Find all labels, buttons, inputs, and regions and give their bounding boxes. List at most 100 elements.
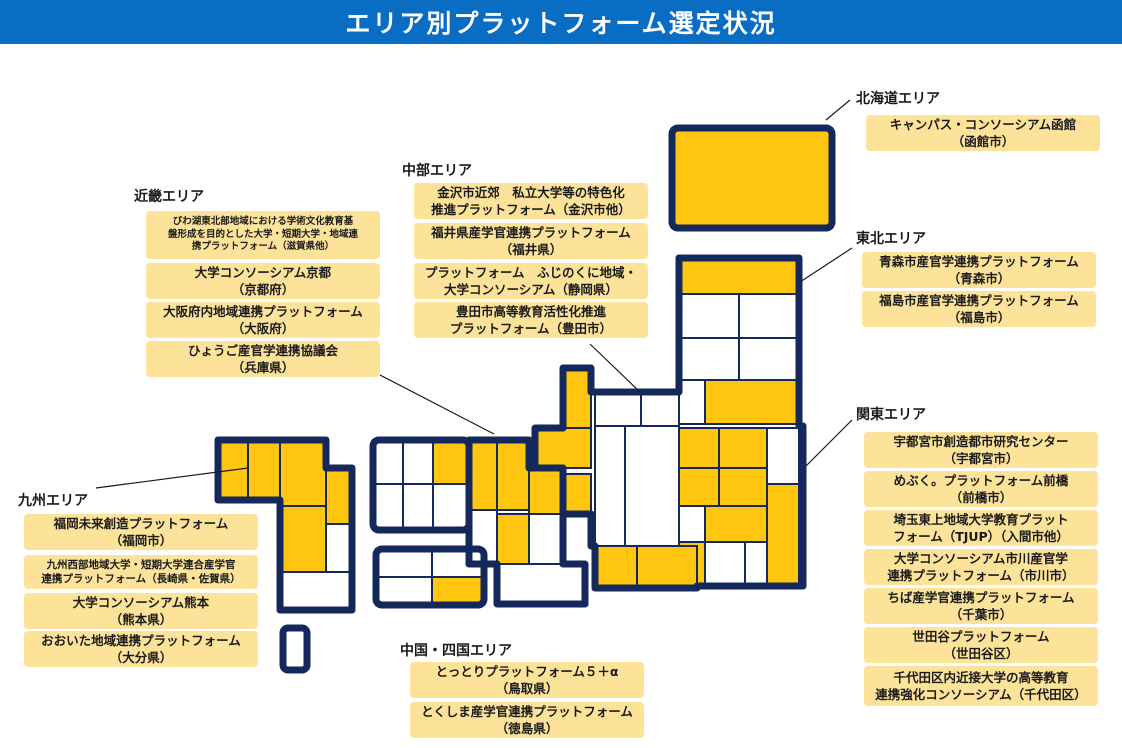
platform-box: おおいた地域連携プラットフォーム （大分県） — [24, 631, 258, 667]
platform-text: （熊本県） — [109, 612, 173, 627]
prefecture-tile — [431, 576, 485, 606]
platform-box: キャンパス・コンソーシアム函館 （函館市） — [866, 115, 1100, 151]
platform-text: （福島市） — [947, 310, 1011, 325]
platform-text: （京都府） — [231, 282, 295, 297]
platform-text: 推進プラットフォーム（金沢市他） — [431, 202, 631, 217]
platform-text: 大学コンソーシアム市川産官学 — [894, 551, 1068, 566]
platform-text: （福岡市） — [109, 533, 173, 548]
platform-box: とくしま産学官連携プラットフォーム（徳島県） — [410, 702, 644, 738]
platform-text: （函館市） — [951, 134, 1015, 149]
platform-text: びわ湖東北部地域における学術文化教育基 — [172, 216, 354, 228]
prefecture-tile — [671, 127, 833, 229]
platform-text: 連携プラットフォーム（市川市） — [887, 568, 1075, 583]
platform-text: フォーム（TJUP）（入間市他） — [893, 529, 1069, 544]
platform-text: （青森市） — [947, 271, 1011, 286]
prefecture-tile — [279, 439, 327, 507]
platform-text: 携プラットフォーム（滋賀県他） — [191, 241, 335, 253]
region-title-kinki: 近畿エリア — [134, 189, 204, 205]
hokkaido-outline — [668, 124, 836, 232]
prefecture-tile — [678, 293, 740, 339]
platform-text: 大学コンソーシアム熊本 — [72, 595, 210, 610]
platform-text: 金沢市近郊 私立大学等の特色化 — [437, 185, 625, 200]
platform-text: 盤形成を目的とした大学・短期大学・地域連 — [167, 228, 358, 240]
region-title-chubu: 中部エリア — [402, 163, 472, 179]
platform-box: 福島市産官学連携プラットフォーム（福島市） — [862, 291, 1096, 327]
prefecture-tile — [528, 467, 564, 515]
prefecture-tile — [718, 427, 768, 469]
prefecture-tile — [402, 483, 434, 531]
chugoku-outline — [369, 436, 473, 534]
platform-text: （千葉市） — [949, 607, 1013, 622]
prefecture-tile — [704, 505, 768, 543]
prefecture-tile — [468, 439, 498, 511]
platform-text: 世田谷プラットフォーム — [912, 629, 1050, 644]
platform-text: ひょうご産官学連携協議会 — [187, 343, 338, 358]
prefecture-tile — [247, 439, 281, 501]
platform-text: （前橋市） — [949, 490, 1013, 505]
prefecture-tile — [678, 257, 800, 295]
platform-text: （福井県） — [499, 242, 563, 257]
chubu-leader — [589, 343, 641, 393]
platform-text: 連携強化コンソーシアム（千代田区） — [875, 687, 1087, 702]
kyushu-outline — [214, 436, 356, 614]
page-title: エリア別プラットフォーム選定状況 — [345, 9, 777, 38]
region-title-hokkaido: 北海道エリア — [856, 91, 940, 107]
kanto-leader — [805, 419, 853, 467]
platform-text: 福井県産学官連携プラットフォーム — [431, 225, 631, 240]
prefecture-tile — [594, 391, 642, 427]
platform-text: （宇都宮市） — [943, 451, 1019, 466]
platform-text: おおいた地域連携プラットフォーム — [41, 633, 241, 648]
prefecture-tile — [562, 473, 592, 515]
prefecture-tile — [372, 439, 404, 485]
platform-text: （大分県） — [109, 650, 173, 665]
platform-box: ひょうご産官学連携協議会（兵庫県） — [146, 341, 380, 377]
prefecture-tile — [432, 483, 470, 531]
prefecture-tile — [718, 467, 768, 507]
prefecture-tile — [704, 541, 746, 587]
platform-text: 大学コンソーシアム京都 — [194, 265, 332, 280]
platform-box: 福井県産学官連携プラットフォーム （福井県） — [414, 223, 648, 259]
prefecture-tile — [496, 439, 530, 511]
platform-text: めぶく。プラットフォーム前橋 — [893, 473, 1069, 488]
prefecture-tile — [766, 427, 800, 485]
prefecture-tile — [624, 425, 680, 547]
prefecture-tile — [325, 523, 353, 573]
region-title-chugoku-shikoku: 中国・四国エリア — [400, 643, 512, 659]
platform-text: プラットフォーム（豊田市） — [449, 321, 613, 336]
platform-text: （鳥取県） — [495, 681, 559, 696]
platform-box: 大学コンソーシアム熊本 （熊本県） — [24, 593, 258, 629]
prefecture-tile — [279, 571, 353, 611]
platform-text: 千代田区内近接大学の高等教育 — [893, 670, 1069, 685]
prefecture-tile — [738, 337, 800, 381]
tohoku-leader — [799, 247, 853, 283]
prefecture-tile — [402, 439, 434, 485]
prefecture-tile — [636, 545, 698, 587]
platform-text: 宇都宮市創造都市研究センター — [893, 434, 1069, 449]
platform-text: 九州西部地域大学・短期大学連合産学官 — [46, 559, 236, 571]
platform-box: 大学コンソーシアム市川産官学連携プラットフォーム（市川市） — [864, 549, 1098, 585]
prefecture-tile — [704, 379, 800, 425]
page-title-banner: エリア別プラットフォーム選定状況 — [0, 0, 1122, 44]
kinki-leader — [379, 374, 495, 435]
honshu-east-outline — [531, 254, 807, 592]
platform-box: 大学コンソーシアム京都 （京都府） — [146, 263, 380, 299]
platform-text: （徳島県） — [495, 721, 559, 736]
platform-box: 千代田区内近接大学の高等教育連携強化コンソーシアム（千代田区） — [864, 666, 1098, 706]
platform-box: とっとりプラットフォーム５＋α （鳥取県） — [410, 662, 644, 698]
platform-box: めぶく。プラットフォーム前橋 （前橋市） — [864, 471, 1098, 507]
platform-text: 福岡未来創造プラットフォーム — [53, 516, 229, 531]
prefecture-tile — [678, 427, 720, 469]
prefecture-tile — [594, 425, 626, 547]
platform-text: キャンパス・コンソーシアム函館 — [889, 117, 1077, 132]
platform-text: （世田谷区） — [943, 646, 1019, 661]
platform-box: 青森市産官学連携プラットフォーム（青森市） — [862, 252, 1096, 288]
platform-text: とっとりプラットフォーム５＋α — [435, 664, 619, 679]
platform-text: 豊田市高等教育活性化推進 — [455, 304, 606, 319]
prefecture-tile — [678, 337, 740, 381]
prefecture-tile — [678, 379, 706, 425]
platform-box: びわ湖東北部地域における学術文化教育基盤形成を目的とした大学・短期大学・地域連携… — [146, 211, 380, 259]
prefecture-tile — [678, 467, 720, 507]
prefecture-tile — [375, 548, 433, 578]
kinki-outline — [465, 436, 589, 608]
